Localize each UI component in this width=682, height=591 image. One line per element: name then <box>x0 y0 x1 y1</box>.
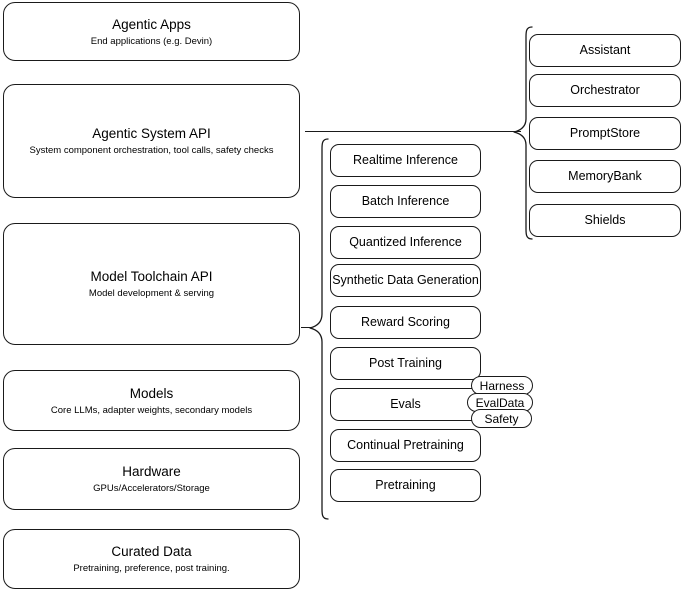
evals-subitem-label: EvalData <box>475 395 525 410</box>
connector-stub-model-toolchain <box>301 327 311 329</box>
brace-agentic-system-components <box>513 26 533 240</box>
component-box-memorybank[interactable]: MemoryBank <box>529 160 681 193</box>
capability-label: Continual Pretraining <box>347 438 464 452</box>
capability-box-synthetic-data-generation[interactable]: Synthetic Data Generation <box>330 264 481 297</box>
layer-title: Model Toolchain API <box>90 269 213 284</box>
capability-label: Batch Inference <box>361 194 450 208</box>
layer-title: Curated Data <box>111 544 192 559</box>
capability-label: Reward Scoring <box>361 315 450 329</box>
component-box-promptstore[interactable]: PromptStore <box>529 117 681 150</box>
layer-title: Models <box>129 385 174 401</box>
brace-model-toolchain <box>309 138 329 520</box>
component-label: MemoryBank <box>568 169 642 183</box>
layer-subtitle: Core LLMs, adapter weights, secondary mo… <box>50 404 253 416</box>
capability-box-batch-inference[interactable]: Batch Inference <box>330 185 481 218</box>
layer-title: Hardware <box>122 464 181 479</box>
evals-subitem-label: Harness <box>479 378 525 393</box>
capability-label: Evals <box>390 397 421 411</box>
component-label: Orchestrator <box>570 83 640 97</box>
component-label: PromptStore <box>569 126 641 140</box>
layer-subtitle: Model development & serving <box>88 288 215 299</box>
layer-box-agentic-system-api[interactable]: Agentic System API System component orch… <box>3 84 300 198</box>
evals-subitem-label: Safety <box>484 411 519 426</box>
capability-box-quantized-inference[interactable]: Quantized Inference <box>330 226 481 259</box>
capability-box-continual-pretraining[interactable]: Continual Pretraining <box>330 429 481 462</box>
capability-label: Post Training <box>369 356 442 370</box>
connector-line-system-api-to-components <box>305 131 521 133</box>
capability-label: Realtime Inference <box>353 153 458 167</box>
capability-box-realtime-inference[interactable]: Realtime Inference <box>330 144 481 177</box>
layer-box-models[interactable]: Models Core LLMs, adapter weights, secon… <box>3 370 300 431</box>
capability-label: Pretraining <box>375 478 436 492</box>
component-label: Assistant <box>579 43 631 57</box>
component-box-assistant[interactable]: Assistant <box>529 34 681 67</box>
layer-subtitle: GPUs/Accelerators/Storage <box>93 483 210 494</box>
layer-subtitle: End applications (e.g. Devin) <box>90 35 213 47</box>
evals-subitem-safety[interactable]: Safety <box>471 409 532 428</box>
evals-subitem-harness[interactable]: Harness <box>471 376 533 395</box>
capability-box-post-training[interactable]: Post Training <box>330 347 481 380</box>
capability-box-reward-scoring[interactable]: Reward Scoring <box>330 306 481 339</box>
layer-box-curated-data[interactable]: Curated Data Pretraining, preference, po… <box>3 529 300 589</box>
layer-box-model-toolchain-api[interactable]: Model Toolchain API Model development & … <box>3 223 300 345</box>
component-label: Shields <box>584 213 626 227</box>
component-box-orchestrator[interactable]: Orchestrator <box>529 74 681 107</box>
capability-label: Synthetic Data Generation <box>332 273 479 287</box>
evals-subitem-evaldata[interactable]: EvalData <box>467 393 533 412</box>
component-box-shields[interactable]: Shields <box>529 204 681 237</box>
layer-box-hardware[interactable]: Hardware GPUs/Accelerators/Storage <box>3 448 300 510</box>
layer-subtitle: Pretraining, preference, post training. <box>73 563 230 574</box>
capability-label: Quantized Inference <box>349 235 462 249</box>
capability-box-pretraining[interactable]: Pretraining <box>330 469 481 502</box>
layer-title: Agentic Apps <box>112 16 191 32</box>
capability-box-evals[interactable]: Evals <box>330 388 481 421</box>
layer-subtitle: System component orchestration, tool cal… <box>29 145 274 156</box>
layer-box-agentic-apps[interactable]: Agentic Apps End applications (e.g. Devi… <box>3 2 300 61</box>
layer-title: Agentic System API <box>92 126 211 141</box>
